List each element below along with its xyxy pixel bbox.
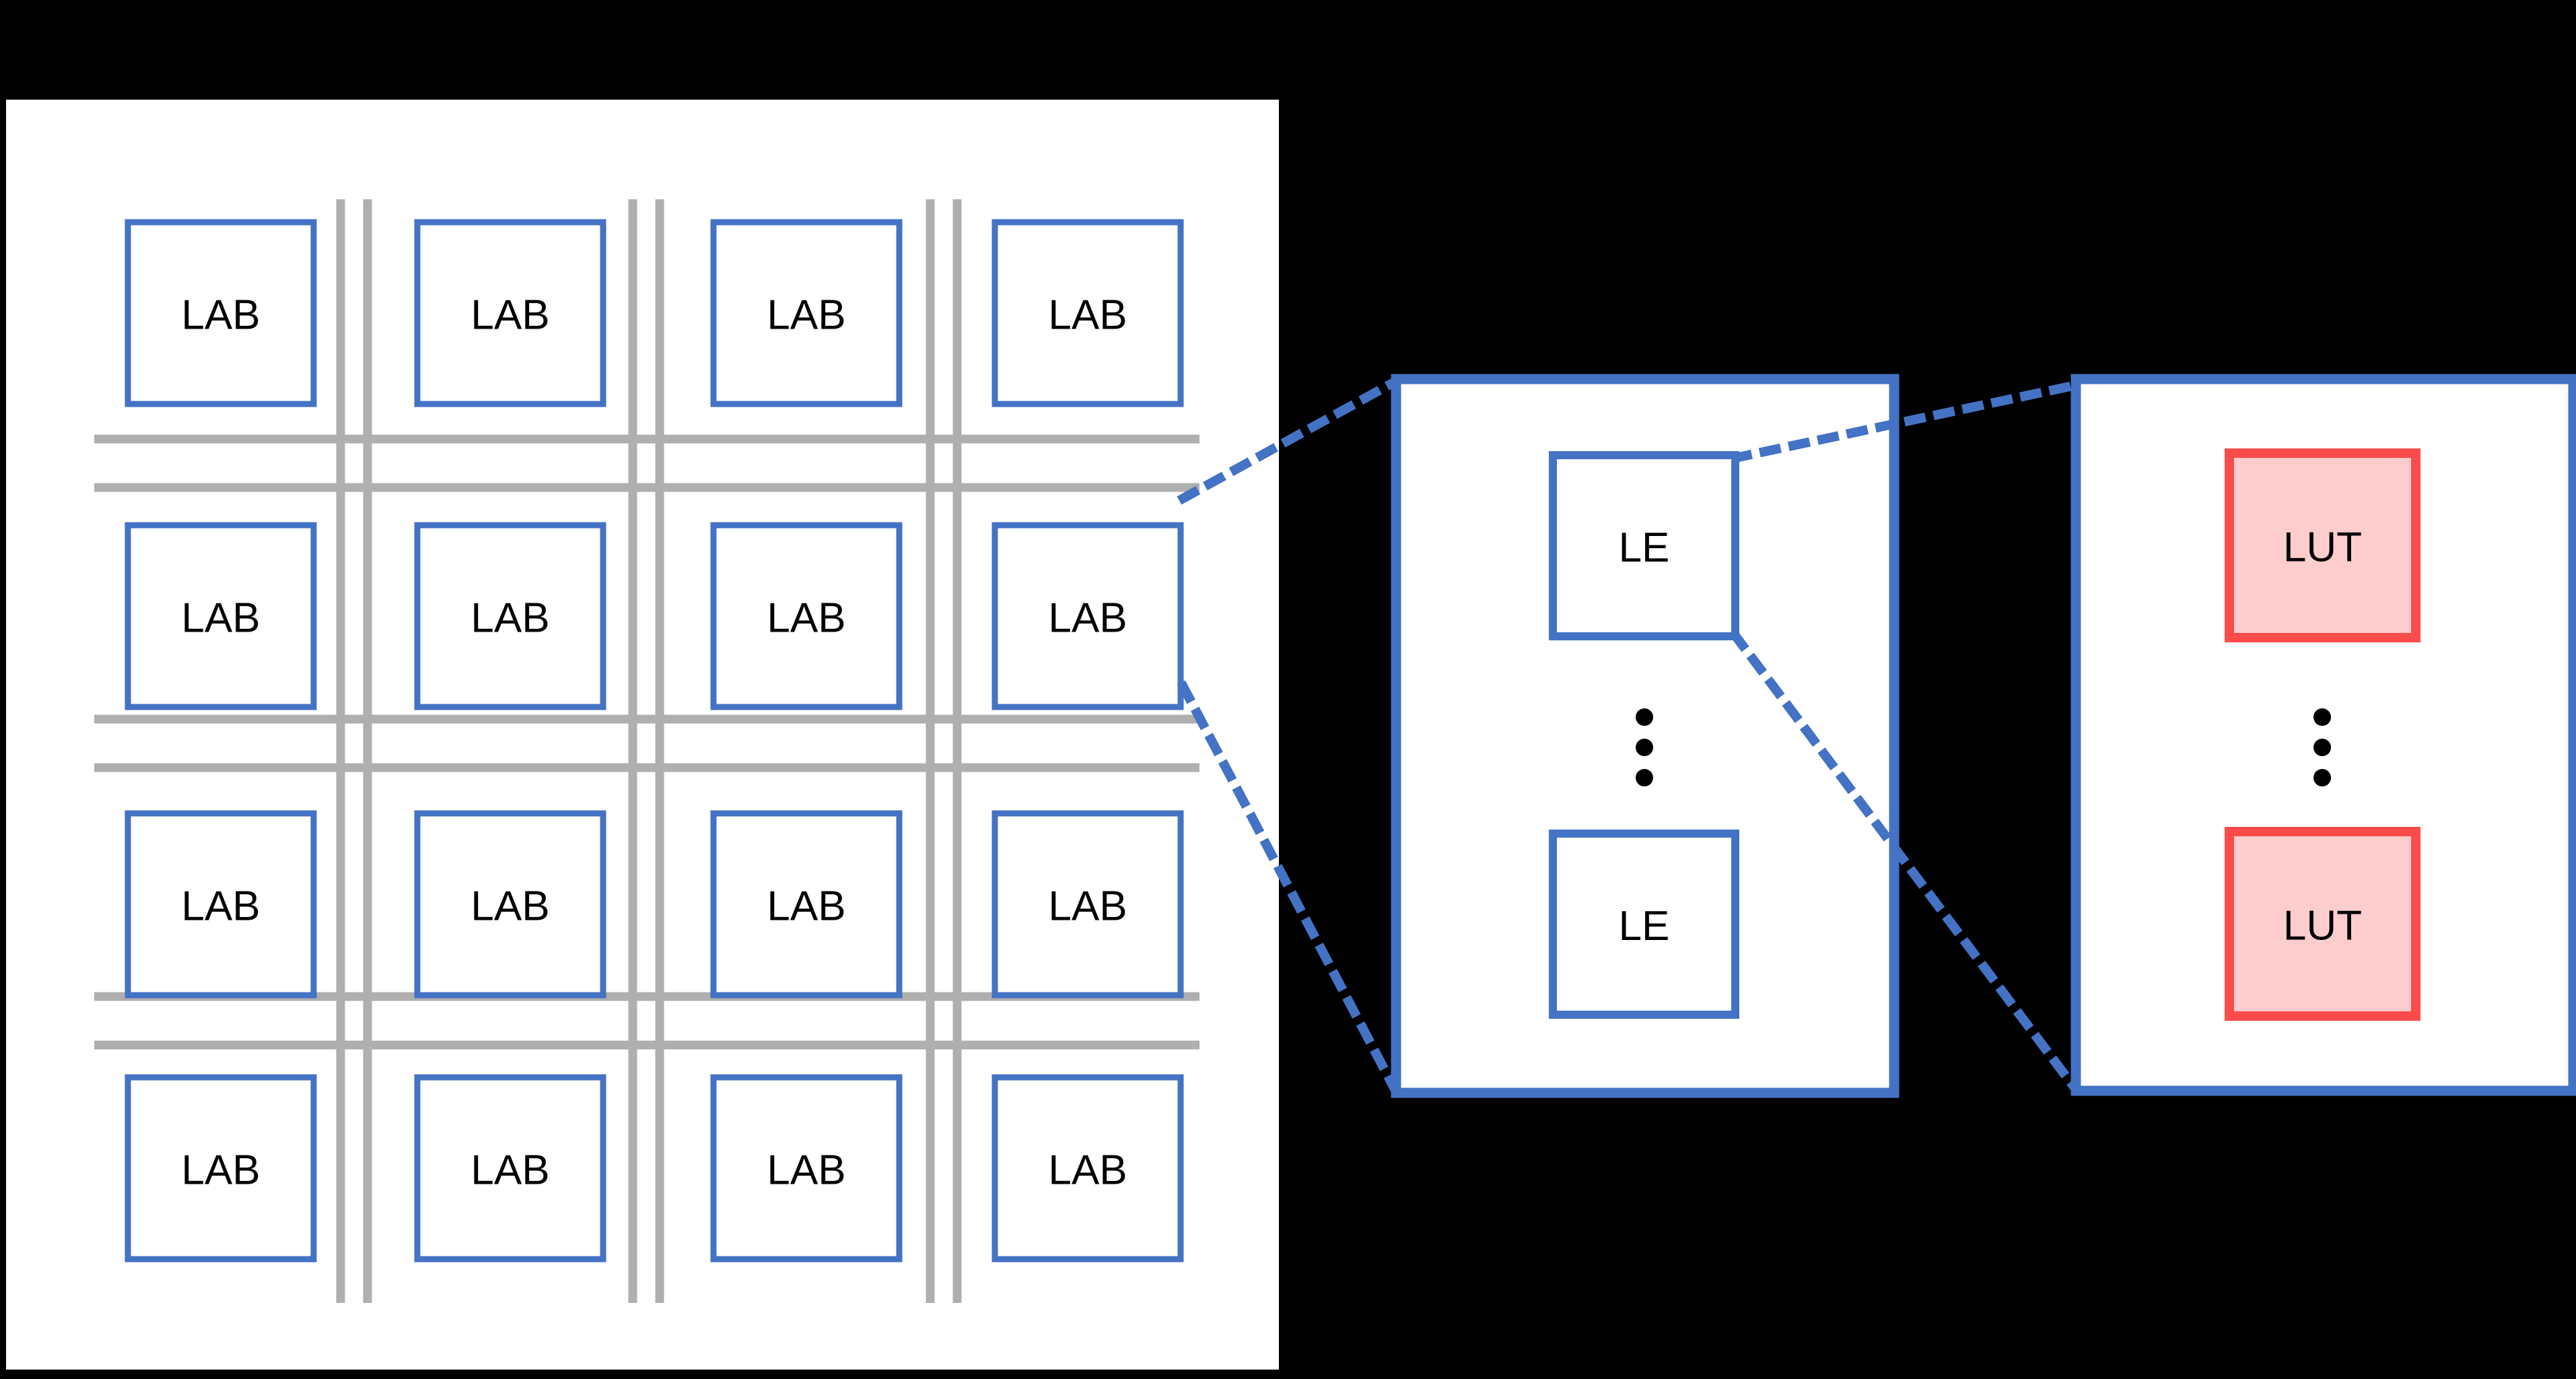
le-vertical-ellipsis-icon <box>1636 708 1653 786</box>
le-ellipsis-dot-0 <box>1636 708 1653 726</box>
lab-box-label: LAB <box>471 883 549 930</box>
lab-box-label: LAB <box>181 292 260 339</box>
zoom-connectors <box>1177 374 2083 1098</box>
lab-box-rect <box>991 219 1184 407</box>
lab-box-r1-c3[interactable]: LAB <box>991 522 1184 710</box>
lut-box-label: LUT <box>2283 525 2362 571</box>
le-ellipsis-dot-2 <box>1636 769 1653 786</box>
lut-box-rect <box>2225 827 2421 1021</box>
lab-box-label: LAB <box>767 292 845 339</box>
lab-box-rect <box>414 522 606 710</box>
lab-box-rect <box>991 810 1184 999</box>
lab-box-rect <box>414 219 606 407</box>
le-list: LE LE <box>1549 451 1739 1019</box>
lab-box-r3-c0[interactable]: LAB <box>125 1074 317 1263</box>
lab-box-r0-c2[interactable]: LAB <box>710 219 903 407</box>
lut-box-0[interactable]: LUT <box>2225 448 2421 642</box>
lab-box-r2-c0[interactable]: LAB <box>125 810 317 999</box>
le-to-lezoom-top-connector <box>1729 379 2082 464</box>
lab-box-r1-c2[interactable]: LAB <box>710 522 903 710</box>
lab-box-label: LAB <box>1048 883 1127 930</box>
lab-box-r3-c1[interactable]: LAB <box>414 1074 606 1263</box>
le-box-1[interactable]: LE <box>1549 830 1739 1019</box>
lab-box-r2-c3[interactable]: LAB <box>991 810 1184 999</box>
lab-box-label: LAB <box>181 595 260 642</box>
lut-ellipsis-dot-2 <box>2313 769 2331 786</box>
lut-list: LUT LUT <box>2225 448 2421 1021</box>
lab-box-r3-c2[interactable]: LAB <box>710 1074 903 1263</box>
lut-box-rect <box>2225 448 2421 642</box>
lab-box-label: LAB <box>471 1147 549 1194</box>
lab-box-rect <box>710 810 903 999</box>
lab-box-label: LAB <box>1048 1147 1127 1194</box>
le-box-rect <box>1549 451 1739 640</box>
lab-box-rect <box>414 1074 606 1263</box>
lab-box-r2-c1[interactable]: LAB <box>414 810 606 999</box>
lut-ellipsis-dot-0 <box>2313 708 2331 726</box>
lab-box-r0-c1[interactable]: LAB <box>414 219 606 407</box>
lab-box-r2-c2[interactable]: LAB <box>710 810 903 999</box>
lab-box-label: LAB <box>767 1147 845 1194</box>
le-box-0[interactable]: LE <box>1549 451 1739 640</box>
lab-box-label: LAB <box>767 883 845 930</box>
lab-box-rect <box>991 522 1184 710</box>
lab-box-rect <box>991 1074 1184 1263</box>
lut-box-1[interactable]: LUT <box>2225 827 2421 1021</box>
le-box-rect <box>1549 830 1739 1019</box>
lab-box-rect <box>414 810 606 999</box>
lab-box-label: LAB <box>471 292 549 339</box>
lab-box-r0-c3[interactable]: LAB <box>991 219 1184 407</box>
lab-box-label: LAB <box>181 1147 260 1194</box>
lab-box-rect <box>710 219 903 407</box>
lab-box-label: LAB <box>1048 595 1127 642</box>
lab-box-rect <box>125 1074 317 1263</box>
lut-box-label: LUT <box>2283 903 2362 949</box>
lab-box-label: LAB <box>1048 292 1127 339</box>
lab-grid: LAB LAB LAB LAB LAB LAB LAB LAB LAB LAB LAB LAB LAB L… <box>125 219 1184 1263</box>
lab-box-label: LAB <box>767 595 845 642</box>
le-to-lezoom-bottom-connector <box>1729 629 2083 1096</box>
lab-box-label: LAB <box>181 883 260 930</box>
lab-box-rect <box>125 810 317 999</box>
lut-ellipsis-dot-1 <box>2313 739 2331 756</box>
le-ellipsis-dot-1 <box>1636 739 1653 756</box>
lab-box-rect <box>125 522 317 710</box>
lut-vertical-ellipsis-icon <box>2313 708 2331 786</box>
le-box-label: LE <box>1619 525 1670 571</box>
lab-to-labzoom-bottom-connector <box>1177 680 1403 1098</box>
lab-box-r1-c0[interactable]: LAB <box>125 522 317 710</box>
lab-box-rect <box>710 522 903 710</box>
lab-box-r0-c0[interactable]: LAB <box>125 219 317 407</box>
le-box-label: LE <box>1619 903 1670 949</box>
lab-box-r3-c3[interactable]: LAB <box>991 1074 1184 1263</box>
lab-to-labzoom-top-connector <box>1177 374 1403 505</box>
lab-box-r1-c1[interactable]: LAB <box>414 522 606 710</box>
lab-box-rect <box>710 1074 903 1263</box>
lab-box-rect <box>125 219 317 407</box>
lab-box-label: LAB <box>471 595 549 642</box>
